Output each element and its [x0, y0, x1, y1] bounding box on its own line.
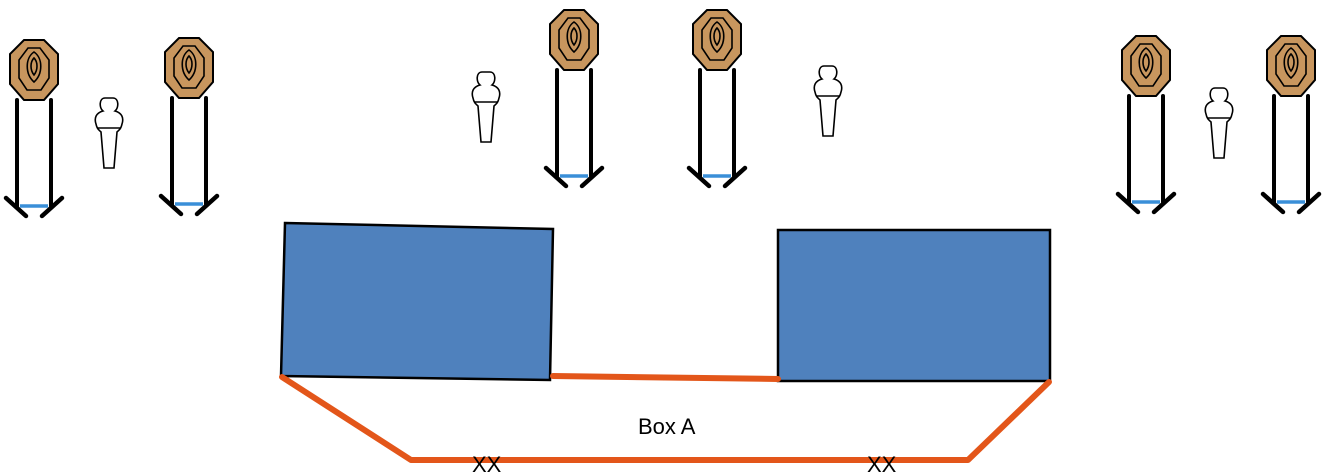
no-shoot-silhouette-icon — [471, 71, 501, 143]
left-target-group — [6, 38, 217, 216]
no-shoot-silhouette-icon — [813, 65, 843, 137]
fault-mark-left: XX — [472, 452, 502, 472]
fault-line — [279, 374, 1052, 463]
center-target-group — [471, 10, 843, 186]
steel-plate-on-stand-icon — [1263, 36, 1319, 212]
steel-plate-on-stand-icon — [161, 38, 217, 214]
fault-line-between-walls — [550, 373, 781, 382]
right-target-group — [1118, 36, 1319, 212]
right-barricade-wall — [776, 228, 1052, 383]
steel-plate-on-stand-icon — [6, 40, 62, 216]
left-barricade-wall — [279, 221, 555, 382]
steel-plate-on-stand-icon — [546, 10, 602, 186]
fault-mark-right: XX — [867, 452, 897, 472]
steel-plate-on-stand-icon — [1118, 36, 1174, 212]
box-label: Box A — [638, 414, 696, 439]
no-shoot-silhouette-icon — [94, 97, 124, 169]
steel-plate-on-stand-icon — [689, 10, 745, 186]
no-shoot-silhouette-icon — [1204, 87, 1234, 159]
